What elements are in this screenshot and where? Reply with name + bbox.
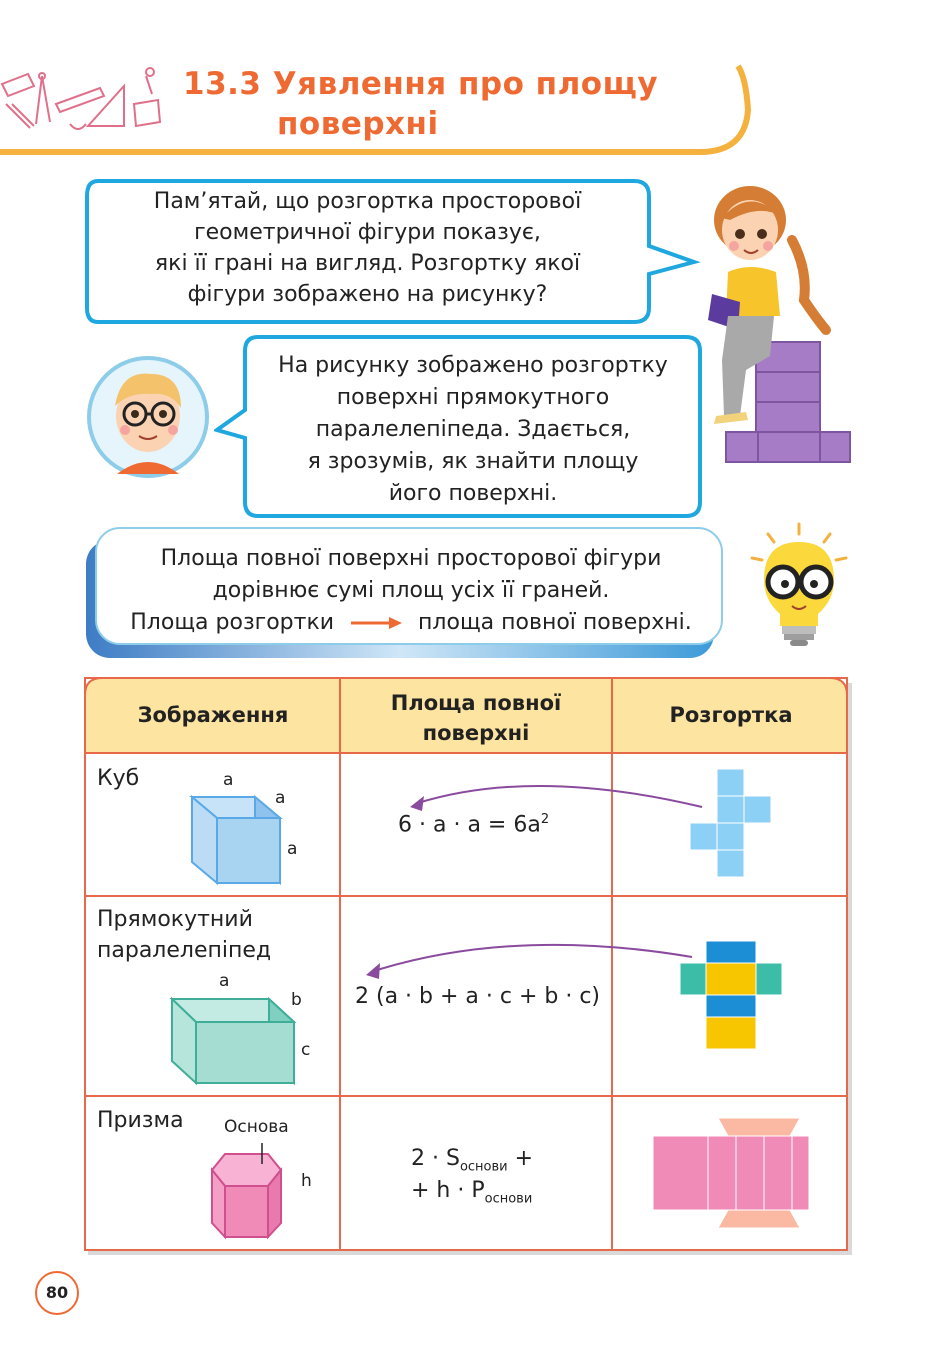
lesson-title: 13.3 Уявлення про площу (183, 66, 659, 102)
box-name: Прямокутний паралелепіпед (97, 904, 271, 966)
prism-name: Призма (97, 1108, 184, 1133)
rule-line: Площа розгортки площа повної поверхні. (96, 607, 726, 639)
lightbulb-icon (750, 522, 848, 646)
cube-net (689, 768, 772, 878)
boy-speech-line: його поверхні. (388, 481, 558, 506)
boy-speech-bubble (214, 335, 702, 518)
cube-drawing (189, 794, 283, 886)
rule-text: Площа повної поверхні просторової фігури… (96, 543, 726, 639)
girl-reading-illustration (708, 186, 851, 463)
box-net (679, 940, 783, 1050)
surface-area-table (84, 677, 852, 1255)
boy-speech-line: я зрозумів, як знайти площу (307, 449, 639, 474)
lesson-title-continued: поверхні (277, 106, 439, 142)
cube-edge-label: a (275, 788, 286, 808)
prism-formula-subscript: основи (459, 1159, 508, 1175)
page-number: 80 (35, 1271, 79, 1315)
rule-line: Площа повної поверхні просторової фігури (160, 546, 662, 571)
box-edge-label: c (301, 1040, 311, 1060)
boy-speech-text: На рисунку зображено розгортку поверхні … (248, 350, 698, 510)
box-edge-label: a (219, 971, 230, 991)
prism-drawing (210, 1153, 283, 1240)
boy-speech-line: На рисунку зображено розгортку (278, 353, 668, 378)
girl-speech-bubble (85, 179, 701, 324)
box-arrow (373, 943, 693, 972)
cube-name: Куб (97, 766, 140, 791)
cube-edge-label: a (223, 770, 234, 790)
rule-line-right: площа повної поверхні. (418, 610, 692, 635)
cube-arrow (417, 785, 703, 808)
prism-formula-text: 2 · S (411, 1146, 460, 1171)
cube-formula-exponent: 2 (540, 812, 550, 827)
prism-formula-text: + h · P (411, 1178, 485, 1203)
cube-edge-label: a (287, 839, 298, 859)
prism-formula-text: + (507, 1146, 534, 1171)
box-edge-label: b (291, 990, 302, 1010)
box-name-line: Прямокутний (97, 907, 253, 932)
rule-box (86, 527, 723, 658)
girl-speech-line: Пам’ятай, що розгортка просторової (153, 189, 582, 214)
table-header-area: Площа повної поверхні (390, 691, 562, 745)
cube-formula-text: 6 · a · a = 6a (398, 812, 541, 838)
box-formula: 2 (a · b + a · c + b · c) (355, 984, 601, 1009)
table-header-net: Розгортка (669, 703, 793, 727)
prism-net (652, 1117, 810, 1229)
rule-line: дорівнює сумі площ усіх її граней. (212, 578, 610, 603)
school-supplies-doodle-icon (0, 67, 162, 130)
girl-speech-line: фігури зображено на рисунку? (187, 282, 548, 307)
boy-speech-line: паралелепіпеда. Здається, (315, 417, 631, 442)
prism-height-label: h (301, 1171, 312, 1191)
cube-formula: 6 · a · a = 6a2 (398, 812, 549, 837)
prism-formula-subscript: основи (484, 1191, 533, 1207)
girl-speech-line: які її грані на вигляд. Розгортку якої (154, 251, 581, 276)
girl-speech-line: геометричної фігури показує, (194, 220, 541, 245)
box-name-line: паралелепіпед (97, 938, 272, 963)
boy-avatar (87, 356, 209, 478)
prism-base-label: Основа (224, 1117, 289, 1137)
arrow-right-icon (351, 617, 403, 629)
rule-line-left: Площа розгортки (130, 610, 335, 635)
header-band (0, 64, 752, 155)
girl-speech-text: Пам’ятай, що розгортка просторової геоме… (100, 186, 635, 310)
prism-formula-line2: + h · Pоснови (411, 1178, 532, 1206)
box-drawing (169, 996, 297, 1086)
boy-speech-line: поверхні прямокутного (336, 385, 610, 410)
table-header-image: Зображення (137, 703, 289, 727)
prism-formula-line1: 2 · Sоснови + (411, 1146, 533, 1174)
